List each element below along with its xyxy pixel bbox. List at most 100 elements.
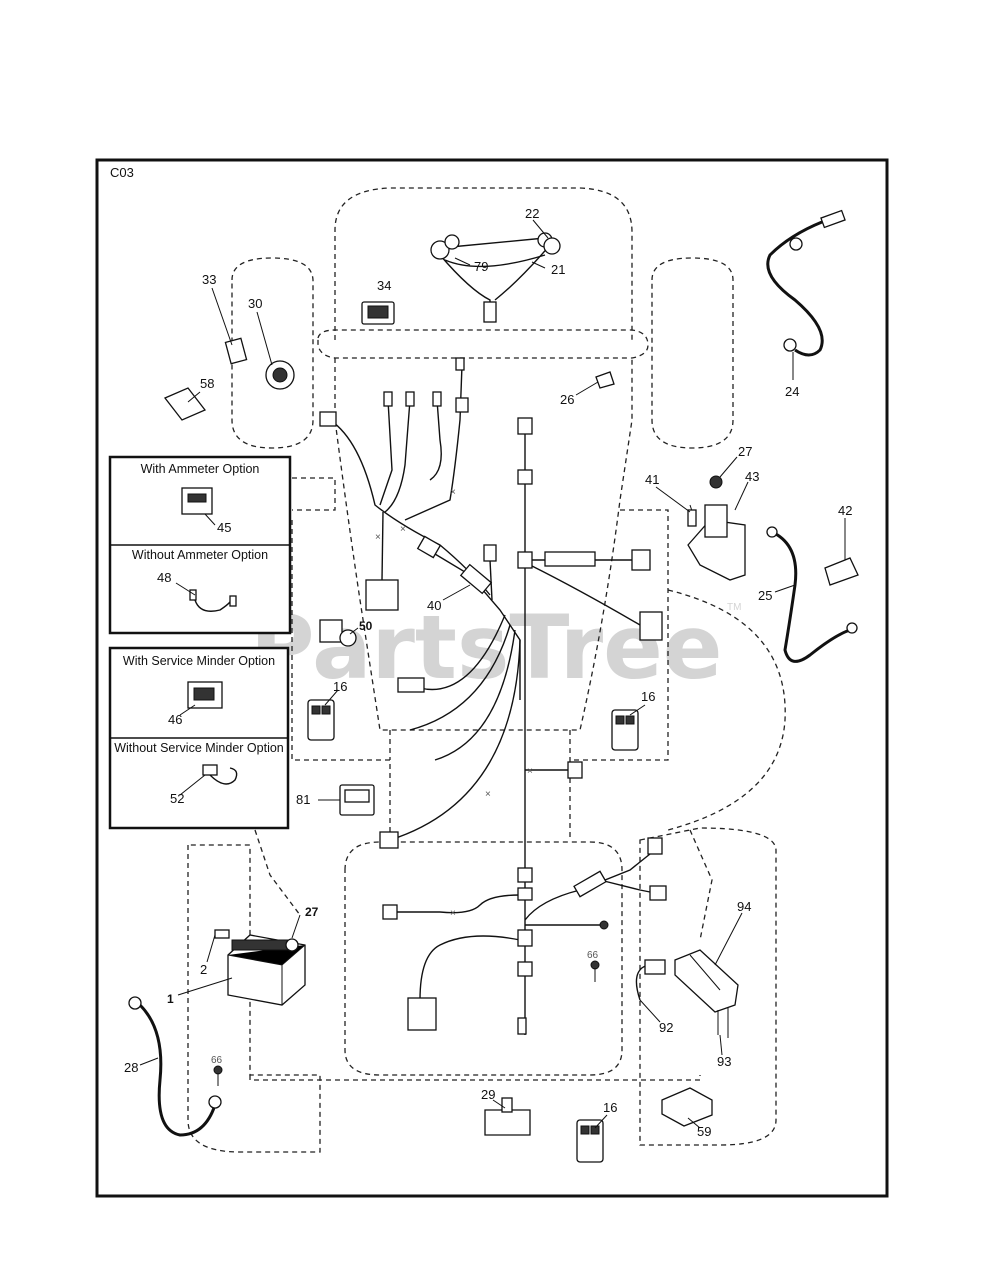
callout-16-right: 16 [641, 689, 655, 704]
callout-58: 58 [200, 376, 214, 391]
callout-92: 92 [659, 1020, 673, 1035]
callout-43: 43 [745, 469, 759, 484]
harness-connector [649, 885, 667, 901]
svg-text:×: × [375, 532, 381, 543]
harness-connector [631, 549, 651, 571]
svg-text:×: × [450, 908, 456, 919]
with-service-minder-label: With Service Minder Option [123, 654, 275, 668]
callout-2: 2 [200, 962, 207, 977]
callout-29: 29 [481, 1087, 495, 1102]
diagram-frame [95, 158, 889, 1198]
callout-66-left: 66 [211, 1055, 223, 1066]
callout-26: 26 [560, 392, 574, 407]
callout-48: 48 [157, 570, 171, 585]
harness-connector [379, 831, 399, 849]
harness-connector [639, 611, 663, 641]
callout-46: 46 [168, 712, 182, 727]
callout-94: 94 [737, 899, 751, 914]
callout-24: 24 [785, 384, 799, 399]
boot-42 [824, 557, 859, 586]
callout-45: 45 [217, 520, 231, 535]
battery-cable-28 [128, 996, 222, 1137]
without-ammeter-label: Without Ammeter Option [132, 548, 268, 562]
callout-59: 59 [697, 1124, 711, 1139]
ring-terminal [599, 920, 609, 930]
harness-connector [517, 961, 533, 977]
harness-connector [416, 535, 442, 559]
svg-text:×: × [485, 789, 491, 800]
callout-16-bottom: 16 [603, 1100, 617, 1115]
diagram-code: C03 [110, 165, 134, 180]
headlight-assembly [430, 232, 561, 323]
harness-connector [517, 551, 533, 569]
harness-connector [517, 1017, 527, 1035]
service-minder-option-box: With Service Minder Option Without Servi… [108, 646, 290, 830]
callout-79: 79 [474, 259, 488, 274]
safety-switch-16-left [307, 699, 335, 741]
harness-connector [455, 357, 465, 371]
with-ammeter-label: With Ammeter Option [141, 462, 260, 476]
callout-27-top: 27 [738, 444, 752, 459]
harness-connector [407, 997, 437, 1031]
harness-connector [383, 391, 393, 407]
svg-text:×: × [450, 487, 456, 498]
safety-switch-16-bottom [576, 1119, 604, 1163]
switch-50 [319, 619, 357, 647]
callout-42: 42 [838, 503, 852, 518]
callout-50: 50 [359, 619, 373, 633]
callout-81: 81 [296, 792, 310, 807]
harness-connector [567, 761, 583, 779]
harness-connector [517, 867, 533, 883]
callout-66-center: 66 [587, 950, 599, 961]
svg-text:×: × [527, 766, 533, 777]
harness-connector [544, 551, 596, 567]
callout-27-battery: 27 [305, 905, 319, 919]
leader-lines [139, 219, 846, 1129]
callout-25: 25 [758, 588, 772, 603]
callout-22: 22 [525, 206, 539, 221]
callout-1: 1 [167, 992, 174, 1006]
watermark-tm: TM [727, 602, 741, 613]
harness-connector [517, 417, 533, 435]
callouts: 22 79 21 33 30 34 58 26 24 27 41 43 42 2… [124, 206, 852, 1139]
starter-solenoid-43 [687, 475, 746, 581]
harness-connector [517, 469, 533, 485]
relay-81 [339, 784, 375, 816]
safety-switch-16-right [611, 709, 639, 751]
switch-29 [484, 1097, 531, 1136]
screw-66-b [213, 1065, 223, 1086]
ignition-switch-30 [224, 337, 295, 390]
harness-connector [573, 870, 607, 898]
harness-connector [382, 904, 398, 920]
callout-16-left: 16 [333, 679, 347, 694]
harness-connector [432, 391, 442, 407]
wiring-harness: × × × × × × [319, 357, 667, 1035]
callout-21: 21 [551, 262, 565, 277]
harness-connector [647, 837, 663, 855]
cable-25 [766, 526, 858, 663]
harness-connector [459, 563, 493, 595]
harness-connector [517, 887, 533, 901]
callout-41: 41 [645, 472, 659, 487]
callout-30: 30 [248, 296, 262, 311]
tractor-outline [187, 187, 786, 1153]
ammeter-option-box: With Ammeter Option Without Ammeter Opti… [108, 455, 292, 635]
battery-1 [214, 929, 306, 1006]
harness-connector [397, 677, 425, 693]
callout-33: 33 [202, 272, 216, 287]
callout-40: 40 [427, 598, 441, 613]
harness-connector [483, 544, 497, 562]
callout-52: 52 [170, 791, 184, 806]
screw-66-a [590, 960, 600, 982]
harness-connector [365, 579, 399, 611]
callout-93: 93 [717, 1054, 731, 1069]
callout-28: 28 [124, 1060, 138, 1075]
without-service-minder-label: Without Service Minder Option [114, 741, 284, 755]
module-94 [635, 949, 739, 1038]
harness-connector [517, 929, 533, 947]
harness-connector [405, 391, 415, 407]
part-58 [163, 387, 207, 421]
harness-connector [455, 397, 469, 413]
fuse-26 [595, 371, 615, 389]
